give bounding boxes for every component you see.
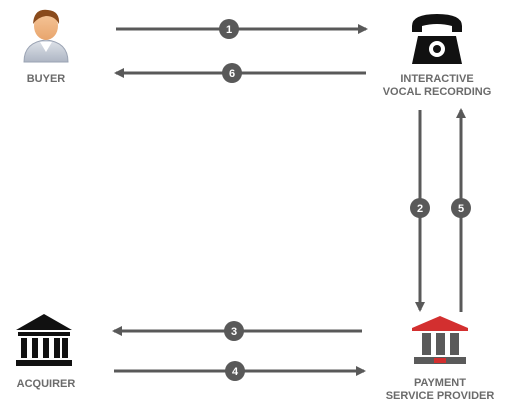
acquirer-label: ACQUIRER	[17, 378, 76, 390]
bank-icon	[16, 314, 72, 366]
step-number-1: 1	[226, 24, 232, 36]
step-badge-2: 2	[410, 198, 430, 218]
psp-label-line2: SERVICE PROVIDER	[386, 390, 495, 400]
psp-building-icon	[412, 316, 468, 364]
step-badge-4: 4	[225, 361, 245, 381]
step-number-5: 5	[458, 203, 464, 215]
step-badge-3: 3	[224, 321, 244, 341]
step-number-2: 2	[417, 203, 423, 215]
ivr-label-line1: INTERACTIVE	[400, 73, 473, 85]
telephone-icon	[412, 14, 462, 64]
step-number-6: 6	[229, 68, 235, 80]
step-number-3: 3	[231, 326, 237, 338]
step-badge-6: 6	[222, 63, 242, 83]
psp-label-line1: PAYMENT	[414, 377, 466, 389]
ivr-label-line2: VOCAL RECORDING	[383, 86, 492, 98]
step-badge-1: 1	[219, 19, 239, 39]
step-badge-5: 5	[451, 198, 471, 218]
step-number-4: 4	[232, 366, 239, 378]
buyer-label: BUYER	[27, 73, 66, 85]
person-icon	[23, 9, 69, 63]
